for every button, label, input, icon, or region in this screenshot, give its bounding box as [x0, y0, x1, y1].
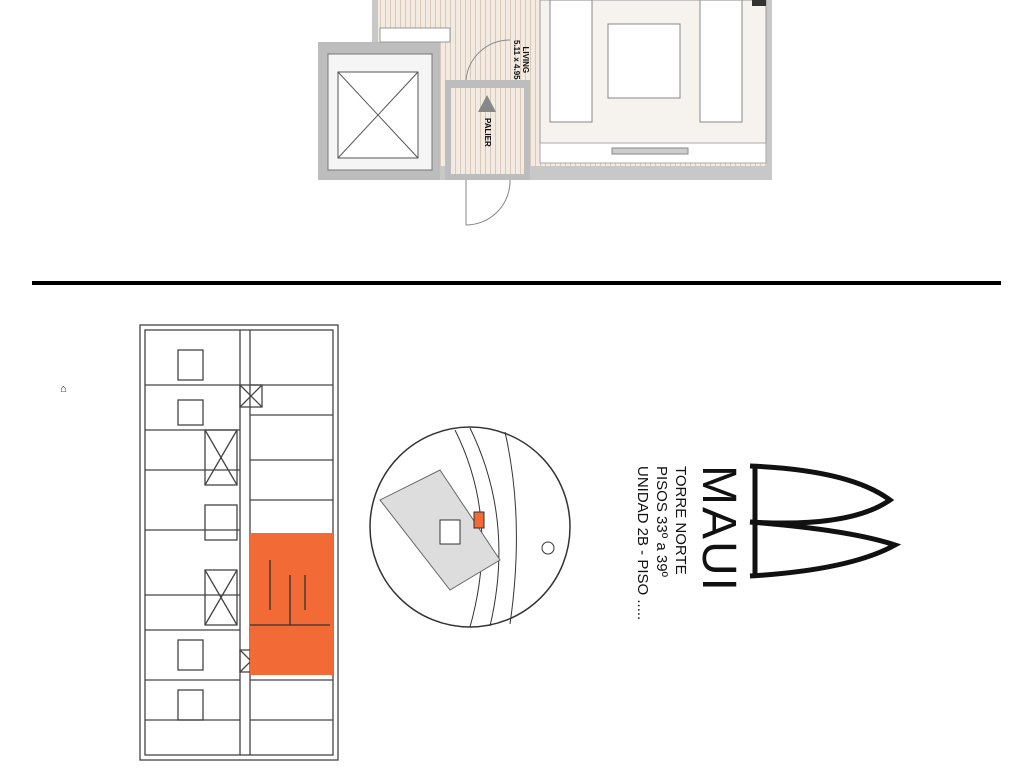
- maui-logo: [749, 463, 902, 579]
- sofa-right: [699, 0, 743, 123]
- palier-label: PALIER: [483, 118, 492, 147]
- tower-name: TORRE NORTE: [672, 466, 689, 575]
- living-label: LIVING: [521, 46, 530, 74]
- entry-arrow-icon: [478, 95, 496, 112]
- location-map: [369, 426, 571, 628]
- highlighted-unit: [250, 533, 333, 675]
- living-label-group: LIVING 5.11 x 4.95: [512, 40, 530, 80]
- unit-plan: [318, 0, 772, 226]
- living-dims: 5.11 x 4.95: [512, 40, 521, 80]
- unit-number: UNIDAD 2B - PISO .....: [634, 466, 651, 621]
- floor-range: PISOS 33º a 39º: [653, 466, 670, 578]
- logo-text: MAUI: [692, 465, 745, 593]
- sofa-left: [549, 0, 593, 123]
- north-arrow-icon: ⌂: [60, 383, 67, 395]
- coffee-table: [607, 23, 681, 99]
- unit-info: TORRE NORTE PISOS 33º a 39º UNIDAD 2B - …: [633, 466, 690, 620]
